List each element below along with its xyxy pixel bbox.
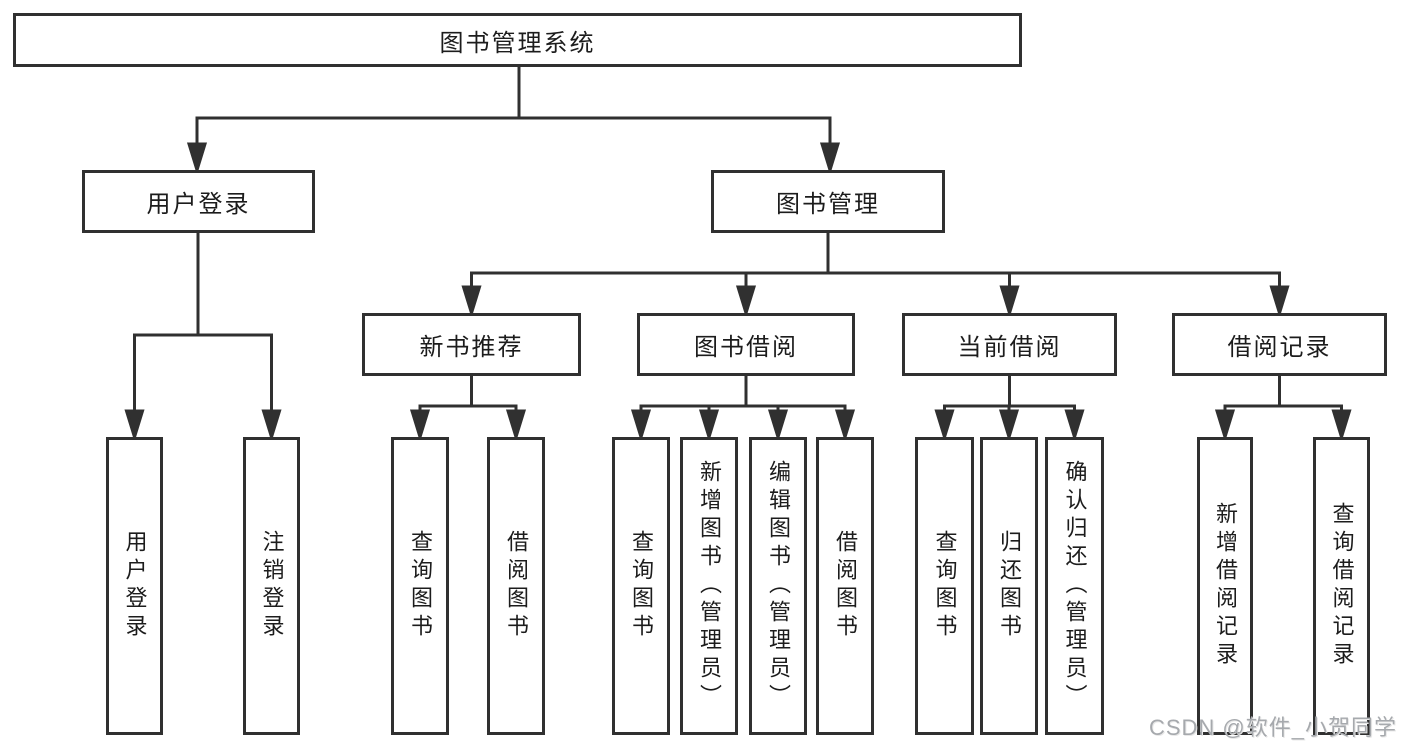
leaf-query-books-2: 查询图书: [612, 437, 670, 735]
leaf-query-books-3: 查询图书: [915, 437, 974, 735]
leaf-query-books-1: 查询图书: [391, 437, 449, 735]
leaf-logout: 注销登录: [243, 437, 300, 735]
leaf-query-borrow-record: 查询借阅记录: [1313, 437, 1370, 735]
node-borrowing-records: 借阅记录: [1172, 313, 1387, 376]
node-book-management: 图书管理: [711, 170, 945, 233]
leaf-add-borrow-record: 新增借阅记录: [1197, 437, 1253, 735]
leaf-borrow-books-1: 借阅图书: [487, 437, 545, 735]
node-user-login: 用户登录: [82, 170, 315, 233]
leaf-borrow-books-2: 借阅图书: [816, 437, 874, 735]
leaf-user-login: 用户登录: [106, 437, 163, 735]
node-new-book-recommendation: 新书推荐: [362, 313, 581, 376]
csdn-watermark: CSDN @软件_小贺同学: [1148, 715, 1397, 740]
leaf-confirm-return-admin: 确认归还（管理员）: [1045, 437, 1104, 735]
leaf-add-books-admin: 新增图书（管理员）: [680, 437, 738, 735]
leaf-edit-books-admin: 编辑图书（管理员）: [749, 437, 807, 735]
node-current-borrowing: 当前借阅: [902, 313, 1117, 376]
leaf-return-books: 归还图书: [980, 437, 1038, 735]
node-book-borrowing: 图书借阅: [637, 313, 855, 376]
node-root: 图书管理系统: [13, 13, 1022, 67]
